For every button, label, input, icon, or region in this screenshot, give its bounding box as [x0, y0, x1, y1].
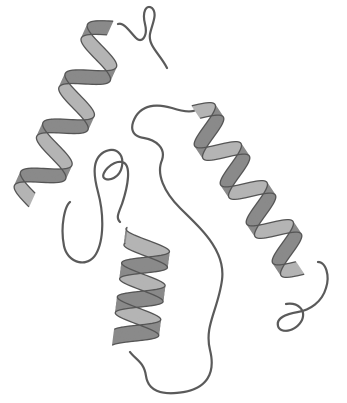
protein-ribbon-diagram [0, 0, 347, 403]
ribbon-canvas [0, 0, 347, 403]
